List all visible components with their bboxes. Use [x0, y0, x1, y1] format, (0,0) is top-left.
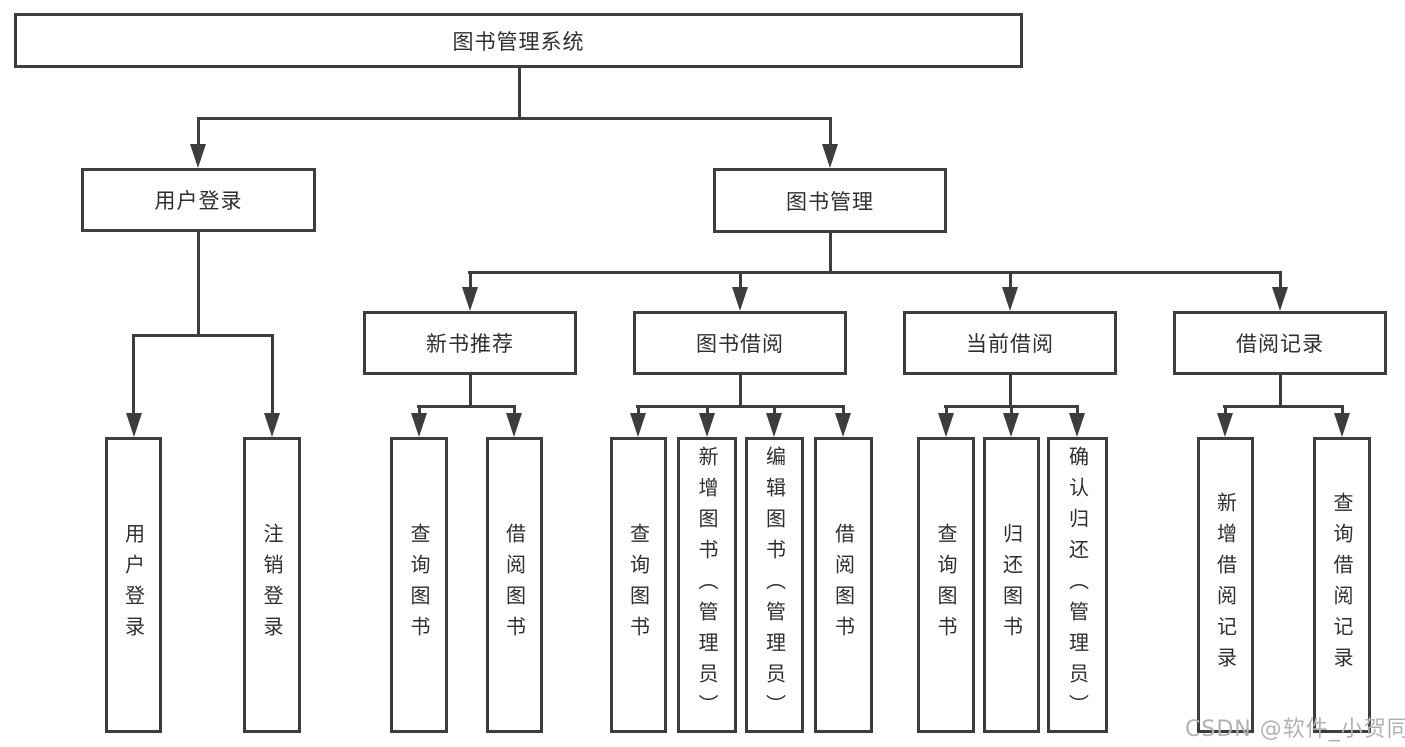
down-arrowhead-icon [1003, 413, 1019, 437]
connector-drop-leaf [842, 405, 845, 417]
connector-book-management-stem [829, 233, 832, 274]
node-borrowing-records: 借阅记录 [1173, 311, 1387, 375]
node-root-label: 图书管理系统 [452, 29, 585, 54]
connector-group-rail [1223, 405, 1343, 408]
down-arrowhead-icon [1002, 287, 1018, 311]
node-label: 用户登录 [154, 189, 243, 213]
connector-drop-leaf [706, 405, 709, 417]
leaf-label: 归还图书 [999, 523, 1024, 647]
leaf-user-login: 用户登录 [105, 437, 162, 733]
down-arrowhead-icon [462, 287, 478, 311]
connector-drop-current-borrow [1009, 271, 1012, 291]
down-arrowhead-icon [1069, 413, 1085, 437]
down-arrowhead-icon [506, 413, 522, 437]
connector-book-management-rail [468, 271, 1282, 274]
leaf-borrow-books-borrowing: 借阅图书 [814, 437, 873, 733]
connector-user-login-rail [132, 334, 273, 337]
leaf-label: 注销登录 [260, 523, 284, 647]
connector-drop-leaf [1224, 405, 1227, 417]
leaf-label: 用户登录 [121, 523, 146, 647]
leaf-add-borrow-record: 新增借阅记录 [1197, 437, 1254, 733]
down-arrowhead-icon [1334, 413, 1350, 437]
leaf-label: 查询图书 [626, 523, 651, 647]
down-arrowhead-icon [732, 287, 748, 311]
connector-drop-leaf [945, 405, 948, 417]
connector-drop-leaf [773, 405, 776, 417]
down-arrowhead-icon [1217, 413, 1233, 437]
node-book-management: 图书管理 [713, 168, 947, 233]
leaf-query-books-current: 查询图书 [917, 437, 975, 733]
down-arrowhead-icon [938, 413, 954, 437]
leaf-borrow-books-recommend: 借阅图书 [486, 437, 543, 733]
node-root: 图书管理系统 [14, 13, 1023, 68]
connector-drop-leaf [271, 334, 274, 416]
connector-root-rail [197, 117, 831, 120]
leaf-label: 借阅图书 [831, 523, 856, 647]
node-label: 图书管理 [786, 189, 874, 214]
connector-group-stem [739, 375, 742, 408]
node-book-borrowing: 图书借阅 [633, 311, 847, 375]
leaf-label: 编辑图书（管理员） [762, 445, 787, 725]
down-arrowhead-icon [822, 144, 838, 168]
connector-drop-leaf [1341, 405, 1344, 417]
leaf-label: 确认归还（管理员） [1065, 445, 1090, 725]
down-arrowhead-icon [766, 413, 782, 437]
down-arrowhead-icon [264, 413, 280, 437]
node-label: 新书推荐 [426, 332, 514, 356]
connector-drop-user-login [197, 117, 200, 147]
node-label: 借阅记录 [1236, 332, 1324, 356]
leaf-query-books-borrowing: 查询图书 [610, 437, 667, 733]
leaf-logout: 注销登录 [243, 437, 301, 733]
node-label: 当前借阅 [966, 332, 1054, 356]
down-arrowhead-icon [190, 144, 206, 168]
connector-group-rail [417, 405, 516, 408]
node-label: 图书借阅 [696, 332, 784, 356]
connector-group-rail [636, 405, 845, 408]
down-arrowhead-icon [126, 413, 142, 437]
connector-user-login-stem [197, 232, 200, 337]
connector-drop-borrow-record [1279, 271, 1282, 291]
connector-drop-leaf [132, 334, 135, 416]
leaf-label: 查询图书 [934, 523, 958, 647]
node-new-book-recommend: 新书推荐 [363, 311, 577, 375]
down-arrowhead-icon [835, 413, 851, 437]
leaf-label: 新增借阅记录 [1213, 492, 1238, 678]
connector-group-stem [1009, 375, 1012, 408]
connector-drop-book-borrow [739, 271, 742, 291]
leaf-label: 借阅图书 [502, 523, 527, 647]
csdn-watermark: CSDN @软件_小贺同学 [1185, 717, 1405, 742]
connector-drop-book-management [829, 117, 832, 147]
down-arrowhead-icon [699, 413, 715, 437]
leaf-edit-book-admin: 编辑图书（管理员） [745, 437, 804, 733]
leaf-add-book-admin: 新增图书（管理员） [677, 437, 737, 733]
connector-drop-leaf [1076, 405, 1079, 417]
leaf-query-borrow-record: 查询借阅记录 [1313, 437, 1371, 733]
leaf-label: 查询图书 [407, 523, 431, 647]
down-arrowhead-icon [630, 413, 646, 437]
connector-group-stem [469, 375, 472, 408]
leaf-confirm-return-admin: 确认归还（管理员） [1047, 437, 1108, 733]
connector-drop-leaf [637, 405, 640, 417]
connector-drop-leaf [418, 405, 421, 417]
connector-drop-new-book [469, 271, 472, 291]
leaf-label: 新增图书（管理员） [695, 445, 719, 725]
node-current-borrowing: 当前借阅 [903, 311, 1117, 375]
node-user-login: 用户登录 [81, 168, 316, 232]
down-arrowhead-icon [1272, 287, 1288, 311]
down-arrowhead-icon [411, 413, 427, 437]
connector-drop-leaf [1010, 405, 1013, 417]
connector-drop-leaf [513, 405, 516, 417]
connector-group-stem [1279, 375, 1282, 408]
leaf-return-books: 归还图书 [983, 437, 1040, 733]
leaf-label: 查询借阅记录 [1330, 492, 1354, 678]
leaf-query-books-recommend: 查询图书 [390, 437, 448, 733]
connector-root-stem [518, 68, 521, 120]
